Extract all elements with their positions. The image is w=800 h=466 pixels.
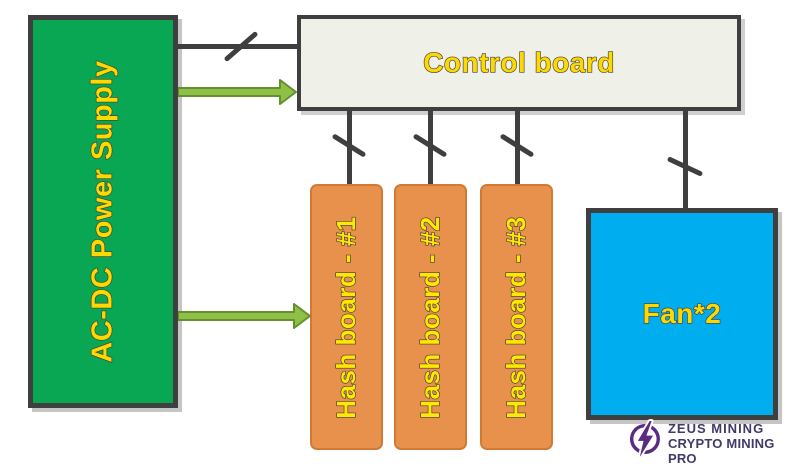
fan-block: Fan*2: [586, 208, 778, 420]
control-board-block: Control board: [297, 15, 741, 111]
wire-control-to-fan: [683, 111, 688, 208]
watermark-text: ZEUS MINING CRYPTO MINING PRO: [668, 421, 800, 466]
zeus-mining-watermark: ZEUS MINING CRYPTO MINING PRO: [626, 419, 800, 466]
control-board-label: Control board: [423, 46, 615, 78]
hash-board-1-block: Hash board - #1: [310, 184, 383, 450]
lightning-bolt-icon: [629, 419, 660, 459]
watermark-line1: ZEUS MINING: [667, 421, 765, 436]
hash-board-3-label: Hash board - #3: [500, 215, 531, 419]
psu-label: AC-DC Power Supply: [86, 60, 119, 364]
power-arrow-psu-to-control: [178, 79, 297, 105]
psu-block: AC-DC Power Supply: [28, 15, 178, 408]
hash-board-3-block: Hash board - #3: [480, 184, 553, 450]
hash-board-2-block: Hash board - #2: [394, 184, 467, 450]
fan-label: Fan*2: [642, 297, 722, 329]
power-arrow-psu-to-hash1: [178, 303, 311, 329]
hash-board-1-label: Hash board - #1: [330, 215, 361, 419]
hash-board-2-label: Hash board - #2: [414, 215, 445, 419]
